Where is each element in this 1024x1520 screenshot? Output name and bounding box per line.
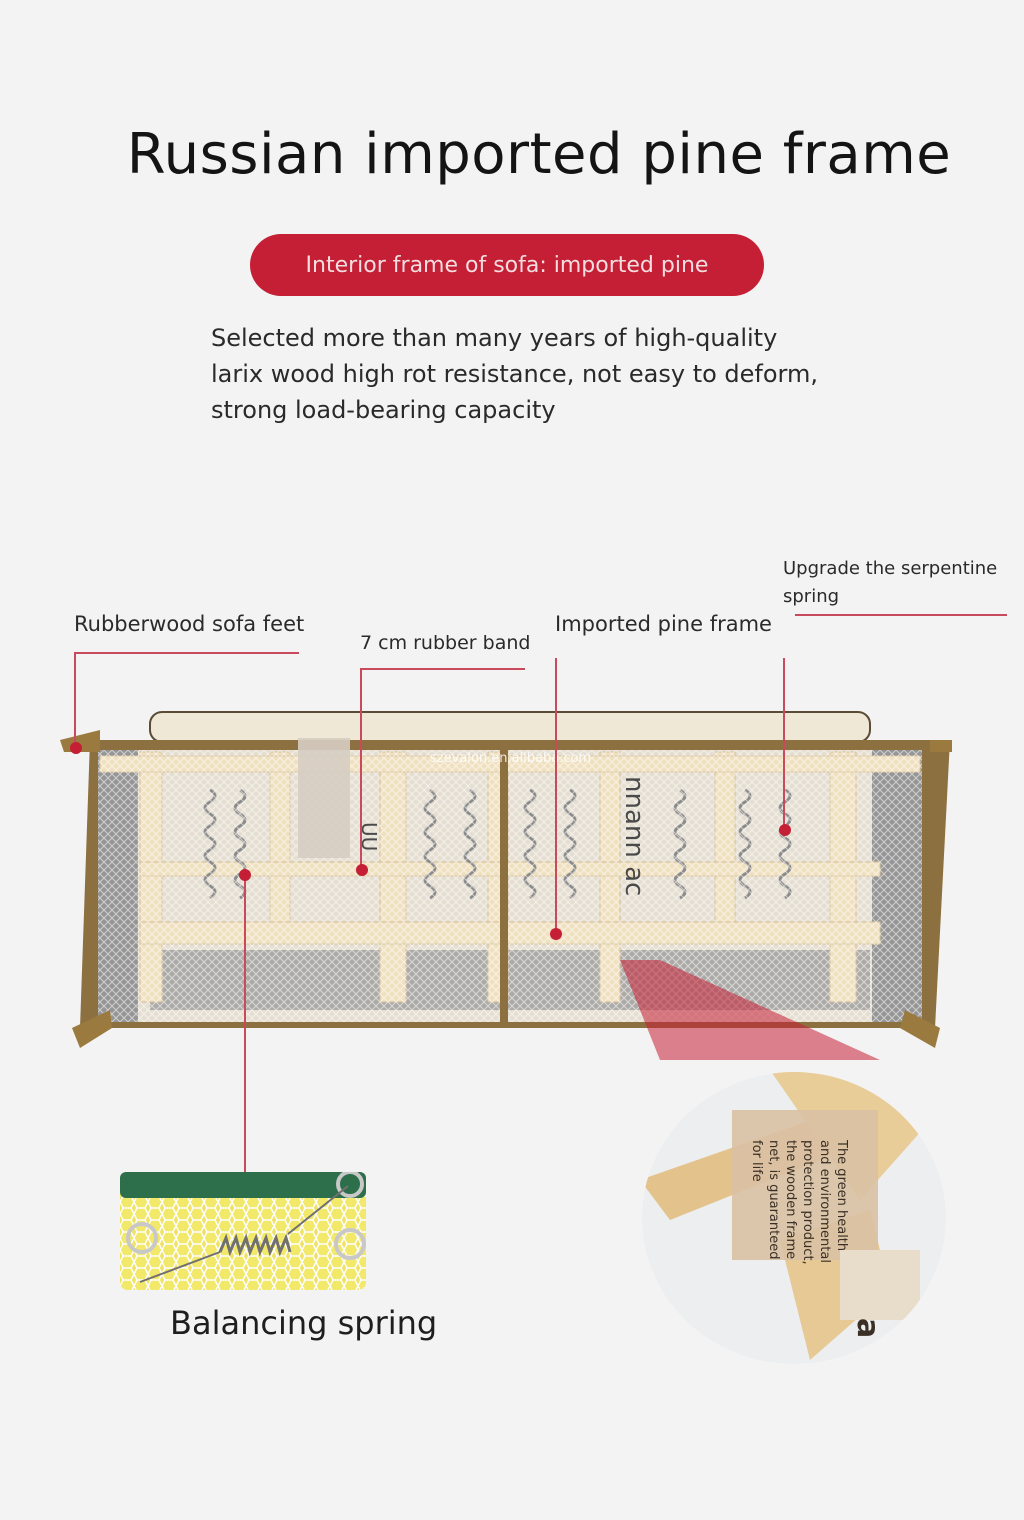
zoom-note-line: protection product, — [800, 1140, 815, 1265]
page-title: Russian imported pine frame — [126, 122, 952, 187]
callout-serpentine: Upgrade the serpentine spring — [783, 555, 997, 611]
balancing-spring-image — [120, 1172, 366, 1290]
connector-line — [74, 652, 76, 748]
section-pill: Interior frame of sofa: imported pine — [250, 234, 764, 296]
connector-line — [555, 658, 557, 934]
zoom-note-line: for life — [749, 1140, 764, 1182]
description-line: strong load-bearing capacity — [211, 396, 556, 424]
description-line: Selected more than many years of high-qu… — [211, 324, 778, 352]
watermark: szevalon.en.alibaba.com — [430, 751, 591, 766]
connector-line — [795, 614, 1007, 616]
zoom-detail-circle: The green health and environmental prote… — [642, 1072, 946, 1364]
callout-dot — [70, 742, 82, 754]
connector-line — [74, 652, 299, 654]
connector-line — [360, 668, 362, 870]
callout-serpentine-line: Upgrade the serpentine — [783, 558, 998, 579]
frame-label-text: nnann ac — [619, 776, 649, 896]
description-line: larix wood high rot resistance, not easy… — [211, 360, 818, 388]
callout-dot — [239, 869, 251, 881]
zoom-note-line: the wooden frame — [783, 1140, 798, 1259]
connector-line — [360, 668, 525, 670]
zoom-note-line: net, is guaranteed — [766, 1140, 781, 1259]
zoom-note-line: The green health — [834, 1139, 849, 1251]
connector-line — [783, 658, 785, 830]
callout-serpentine-line: spring — [783, 586, 840, 607]
callout-band: 7 cm rubber band — [360, 632, 531, 654]
connector-line — [244, 875, 246, 1172]
zoom-note-line: and environmental — [817, 1140, 832, 1263]
pill-text: Interior frame of sofa: imported pine — [305, 252, 709, 278]
svg-text:a: a — [850, 1318, 885, 1338]
balancing-spring-label: Balancing spring — [170, 1304, 438, 1342]
brand-logo: a — [850, 1318, 885, 1338]
callout-feet: Rubberwood sofa feet — [74, 612, 305, 636]
callout-dot — [779, 824, 791, 836]
callout-dot — [550, 928, 562, 940]
description: Selected more than many years of high-qu… — [211, 320, 831, 428]
callout-pine: Imported pine frame — [555, 612, 772, 636]
callout-dot — [356, 864, 368, 876]
sofa-frame-illustration: nnann ac UU szevalon.en.alibaba.com — [60, 711, 952, 1060]
